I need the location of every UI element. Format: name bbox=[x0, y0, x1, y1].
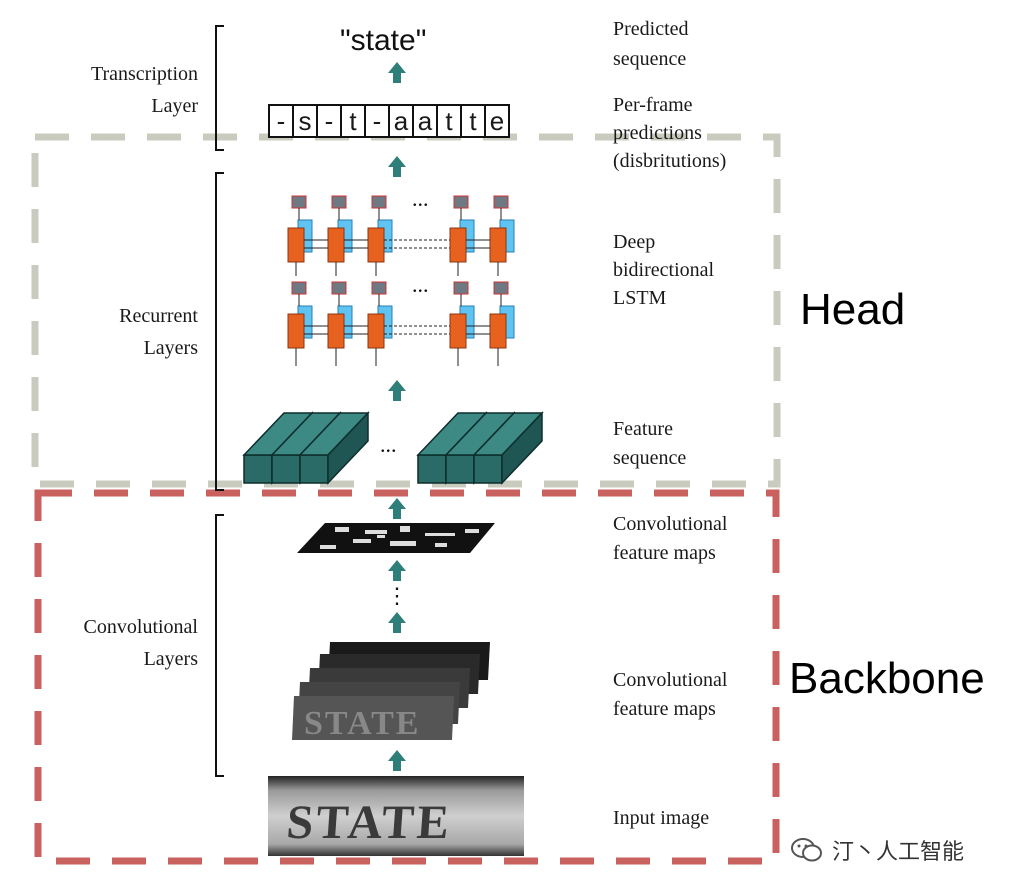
up-arrow-icon bbox=[388, 498, 406, 519]
sequence-cell: - bbox=[270, 106, 294, 136]
stack-word: STATE bbox=[304, 705, 420, 742]
feature-block bbox=[298, 411, 370, 485]
sequence-cell: a bbox=[390, 106, 414, 136]
convolutional-layers-label: Convolutional Layers bbox=[83, 616, 198, 670]
sequence-cell: a bbox=[414, 106, 438, 136]
conv-feature-map-small bbox=[297, 523, 495, 553]
lstm-cell bbox=[489, 281, 515, 362]
predicted-sequence-label: Predicted sequence bbox=[613, 18, 689, 70]
up-arrow-icon bbox=[388, 612, 406, 633]
input-image: STATE bbox=[268, 776, 524, 856]
lstm-cell bbox=[327, 195, 353, 276]
transcription-bracket bbox=[215, 25, 224, 151]
conv-feature-maps-bottom-label: Convolutional feature maps bbox=[613, 669, 728, 720]
predicted-text: "state" bbox=[340, 24, 427, 57]
conv-feature-maps-stack: STATE bbox=[292, 642, 490, 742]
sequence-cell: - bbox=[318, 106, 342, 136]
lstm-cell bbox=[367, 281, 393, 362]
conv-feature-maps-top-label: Convolutional feature maps bbox=[613, 513, 728, 564]
head-label: Head bbox=[800, 285, 906, 334]
feature-block bbox=[472, 411, 544, 485]
feature-sequence-blocks bbox=[242, 411, 544, 485]
vertical-ellipsis: ⋮ bbox=[386, 583, 408, 608]
input-image-word: STATE bbox=[285, 796, 454, 849]
sequence-cell: e bbox=[489, 106, 505, 136]
sequence-cell: t bbox=[462, 106, 486, 136]
transcription-layer-label: Transcription Layer bbox=[90, 63, 198, 117]
up-arrow-icon bbox=[388, 750, 406, 771]
feature-sequence-label: Feature sequence bbox=[613, 418, 687, 469]
lstm-cell bbox=[327, 281, 353, 362]
lstm-cell bbox=[489, 195, 515, 276]
lstm-cell bbox=[287, 195, 313, 276]
per-frame-predictions-label: Per-frame predictions (disbritutions) bbox=[613, 94, 727, 172]
input-image-label: Input image bbox=[613, 807, 710, 829]
feature-ellipsis: ... bbox=[380, 432, 397, 457]
lstm-cell bbox=[449, 281, 475, 362]
up-arrow-icon bbox=[388, 156, 406, 177]
recurrent-bracket bbox=[215, 172, 224, 491]
recurrent-layers-label: Recurrent Layers bbox=[119, 305, 198, 359]
sequence-cell: - bbox=[366, 106, 390, 136]
lstm-cell bbox=[367, 195, 393, 276]
up-arrow-icon bbox=[388, 560, 406, 581]
watermark-text: 汀丶人工智能 bbox=[832, 840, 965, 865]
lstm-label: Deep bidirectional LSTM bbox=[613, 231, 715, 309]
up-arrow-icon bbox=[388, 62, 406, 83]
lstm-top-ellipsis: ... bbox=[412, 186, 429, 211]
lstm-grid bbox=[287, 195, 515, 366]
watermark: 汀丶人工智能 bbox=[790, 834, 964, 866]
left-brackets bbox=[215, 25, 224, 777]
head-region-frame bbox=[31, 133, 781, 488]
backbone-label: Backbone bbox=[789, 654, 985, 703]
lstm-cell bbox=[287, 281, 313, 362]
sequence-cell: t bbox=[342, 106, 366, 136]
lstm-mid-ellipsis: ... bbox=[412, 272, 429, 297]
up-arrow-icon bbox=[388, 380, 406, 401]
backbone-region-frame bbox=[34, 489, 780, 865]
lstm-cell bbox=[449, 195, 475, 276]
wechat-icon bbox=[791, 838, 822, 862]
sequence-cell: s bbox=[294, 106, 318, 136]
convolutional-bracket bbox=[215, 514, 224, 777]
sequence-cell: t bbox=[438, 106, 462, 136]
